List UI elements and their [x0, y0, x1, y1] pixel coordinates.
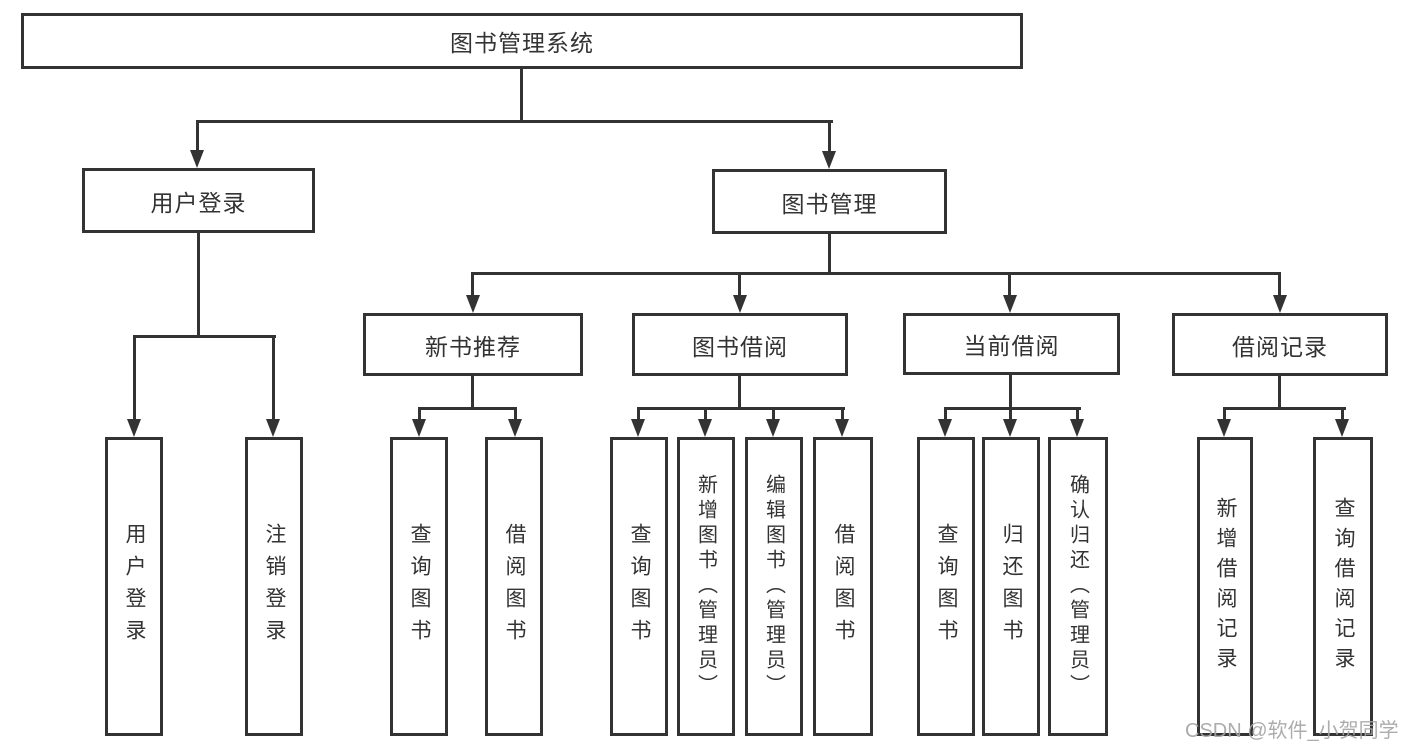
leaf-label: 借阅图书 — [503, 522, 526, 651]
csdn-watermark: CSDN @软件_小贺同学 — [1185, 720, 1399, 742]
connector-drop-leaf — [1009, 407, 1012, 421]
arrowhead-down-icon — [1003, 295, 1017, 313]
leaf-borrow-books: 借阅图书 — [813, 437, 873, 736]
leaf-add-borrow-record: 新增借阅记录 — [1197, 437, 1253, 736]
leaf-label: 确认归还（管理员） — [1066, 474, 1089, 699]
node-root-library-system: 图书管理系统 — [21, 13, 1023, 69]
connector-book-mgmt-branch — [471, 272, 1281, 275]
connector-drop-leaf — [1341, 407, 1344, 421]
arrowhead-down-icon — [698, 419, 712, 437]
leaf-label: 借阅图书 — [832, 522, 855, 651]
connector-current-borrow-stem — [1009, 374, 1012, 410]
node-label: 图书管理 — [781, 190, 878, 217]
leaf-logout: 注销登录 — [245, 437, 303, 736]
leaf-label: 新增借阅记录 — [1214, 496, 1237, 677]
connector-book-mgmt-stem — [828, 233, 831, 275]
connector-drop-user-login — [196, 120, 199, 152]
leaf-query-books: 查询图书 — [917, 437, 975, 736]
arrowhead-down-icon — [1003, 419, 1017, 437]
leaf-label: 编辑图书（管理员） — [762, 474, 785, 699]
connector-drop-book-borrow — [738, 272, 741, 297]
connector-user-login-stem — [197, 232, 200, 338]
leaf-return-books: 归还图书 — [982, 437, 1040, 736]
node-book-management: 图书管理 — [712, 169, 947, 234]
connector-drop-leaf — [637, 407, 640, 421]
connector-root-stem — [520, 68, 523, 123]
node-label: 图书管理系统 — [450, 30, 594, 56]
connector-new-book-rec-branch — [418, 407, 517, 410]
arrowhead-down-icon — [466, 295, 480, 313]
arrowhead-down-icon — [1217, 419, 1231, 437]
arrowhead-down-icon — [266, 419, 280, 437]
arrowhead-down-icon — [822, 151, 836, 169]
connector-drop-book-mgmt — [828, 120, 831, 153]
arrowhead-down-icon — [733, 295, 747, 313]
connector-drop-leaf — [1223, 407, 1226, 421]
leaf-label: 查询图书 — [408, 522, 431, 651]
arrowhead-down-icon — [1070, 419, 1084, 437]
connector-drop-leaf — [772, 407, 775, 421]
leaf-edit-books-admin: 编辑图书（管理员） — [745, 437, 803, 736]
leaf-borrow-books: 借阅图书 — [485, 437, 543, 736]
leaf-label: 用户登录 — [123, 522, 146, 651]
node-label: 当前借阅 — [963, 333, 1060, 359]
connector-current-borrow-branch — [944, 407, 1081, 410]
connector-user-login-branch — [133, 335, 276, 338]
arrowhead-down-icon — [508, 419, 522, 437]
node-book-borrowing: 图书借阅 — [632, 313, 848, 376]
arrowhead-down-icon — [412, 419, 426, 437]
connector-drop-borrow-record — [1278, 272, 1281, 297]
connector-drop-leaf — [841, 407, 844, 421]
node-current-borrowing: 当前借阅 — [903, 313, 1120, 375]
connector-book-borrow-stem — [738, 375, 741, 410]
leaf-label: 归还图书 — [1000, 522, 1023, 651]
connector-drop-leaf — [704, 407, 707, 421]
leaf-label: 注销登录 — [263, 522, 286, 651]
connector-drop-leaf — [133, 335, 136, 421]
arrowhead-down-icon — [1335, 419, 1349, 437]
connector-drop-leaf — [418, 407, 421, 421]
leaf-label: 查询图书 — [935, 522, 958, 651]
node-new-book-recommendation: 新书推荐 — [363, 313, 583, 376]
connector-drop-leaf — [514, 407, 517, 421]
leaf-label: 查询借阅记录 — [1332, 496, 1355, 677]
arrowhead-down-icon — [190, 150, 204, 168]
node-label: 用户登录 — [150, 189, 247, 216]
connector-book-borrow-branch — [637, 407, 845, 410]
arrowhead-down-icon — [631, 419, 645, 437]
leaf-user-login: 用户登录 — [105, 437, 163, 736]
connector-new-book-rec-stem — [471, 375, 474, 410]
connector-drop-leaf — [944, 407, 947, 421]
leaf-confirm-return-admin: 确认归还（管理员） — [1048, 437, 1108, 736]
node-label: 图书借阅 — [692, 333, 788, 360]
arrowhead-down-icon — [766, 419, 780, 437]
arrowhead-down-icon — [938, 419, 952, 437]
connector-borrow-record-branch — [1223, 407, 1346, 410]
node-label: 新书推荐 — [425, 333, 521, 360]
arrowhead-down-icon — [835, 419, 849, 437]
leaf-query-books: 查询图书 — [610, 437, 668, 736]
connector-drop-leaf — [1076, 407, 1079, 421]
connector-borrow-record-stem — [1278, 375, 1281, 410]
node-label: 借阅记录 — [1232, 333, 1328, 360]
connector-root-branch — [196, 120, 833, 123]
leaf-query-borrow-record: 查询借阅记录 — [1313, 437, 1373, 736]
leaf-query-books: 查询图书 — [390, 437, 448, 736]
arrowhead-down-icon — [127, 419, 141, 437]
connector-drop-current-borrow — [1008, 272, 1011, 297]
node-borrowing-records: 借阅记录 — [1172, 313, 1388, 376]
arrowhead-down-icon — [1273, 295, 1287, 313]
connector-drop-new-book-rec — [471, 272, 474, 297]
leaf-add-books-admin: 新增图书（管理员） — [677, 437, 735, 736]
leaf-label: 查询图书 — [628, 522, 651, 651]
connector-drop-leaf — [272, 335, 275, 421]
leaf-label: 新增图书（管理员） — [694, 474, 717, 699]
node-user-login: 用户登录 — [82, 168, 315, 233]
